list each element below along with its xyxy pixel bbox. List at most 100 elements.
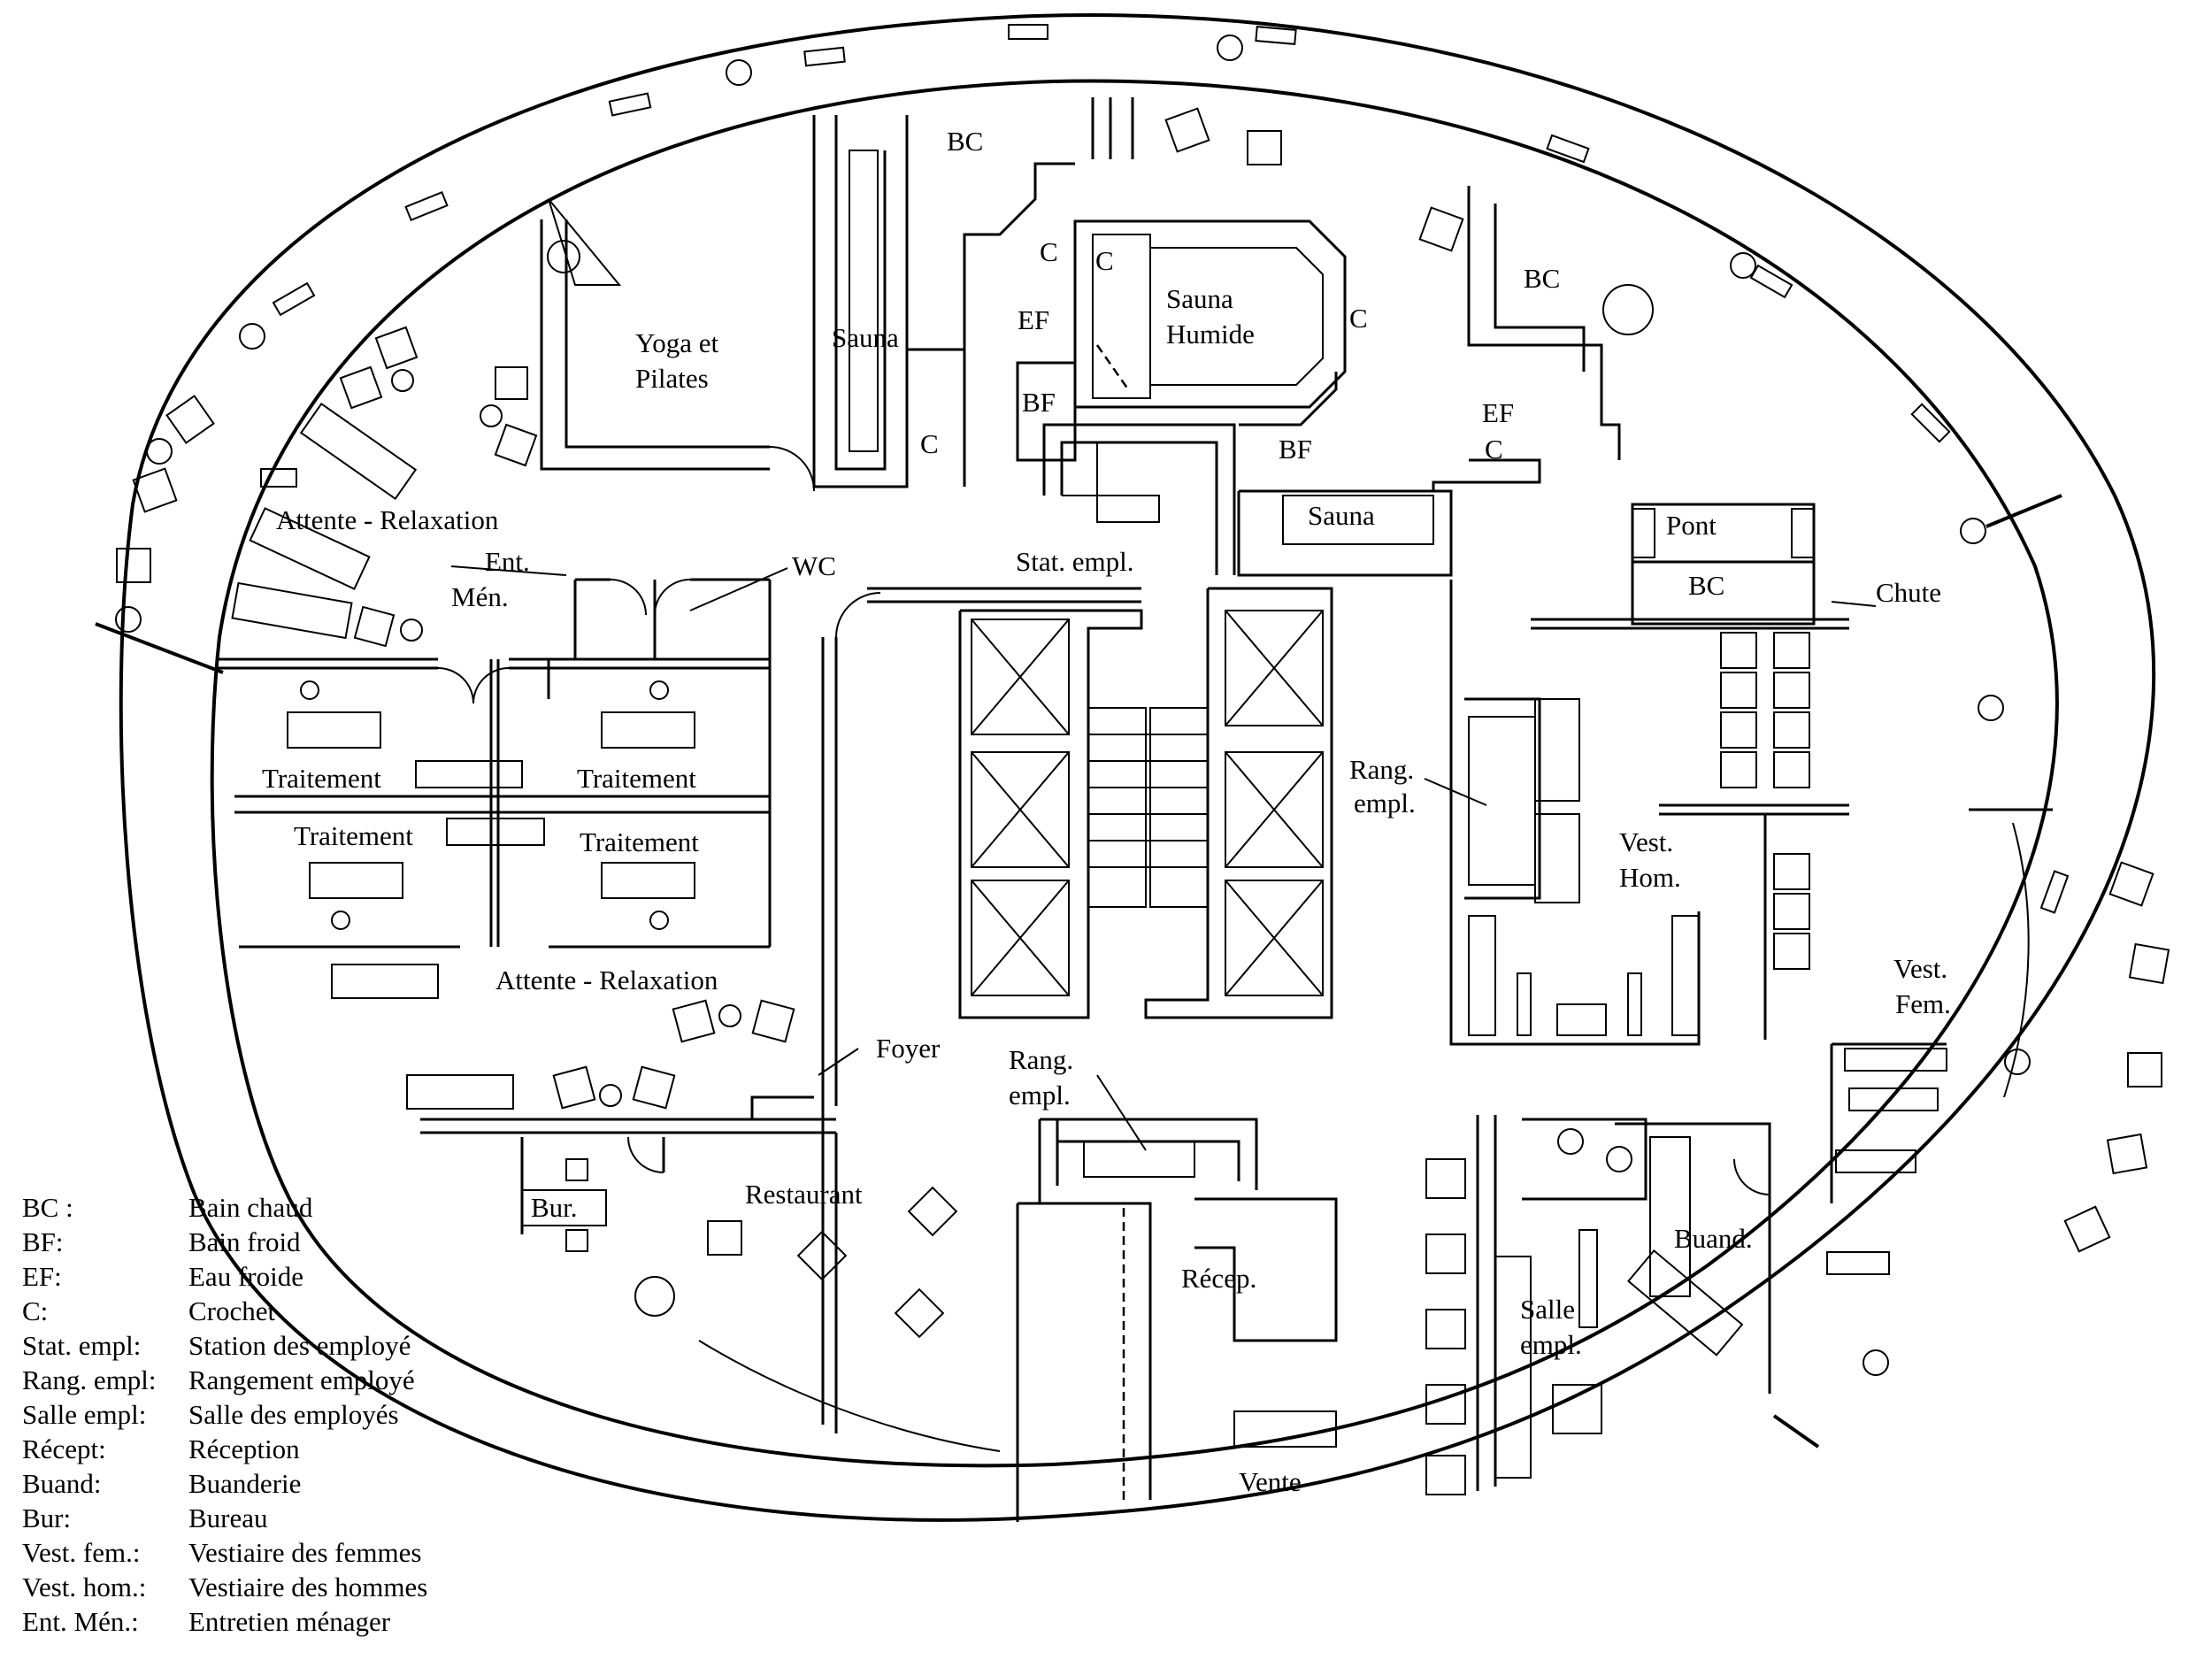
legend-abbr: Ent. Mén.: [22,1606,139,1637]
wall [1237,489,1453,577]
east-divider [1985,494,2062,528]
door-swing [627,1136,664,1173]
planters [115,35,2031,1376]
restaurant-area [634,1119,1001,1452]
label-buand: Buand. [1674,1223,1753,1254]
station-counter [1062,442,1160,523]
wall [565,219,770,449]
label-bc-pont: BC [1688,570,1724,601]
plant-icon [1960,518,1986,544]
desk [521,1189,607,1226]
stairs [1791,508,1815,558]
wall [1467,186,1621,460]
table-icon [1552,1384,1602,1434]
chair-icon [2108,861,2154,907]
sink-counter [446,818,545,846]
legend-full: Bain froid [188,1226,301,1257]
ent-men-wc-block [450,565,788,659]
plant-icon [1863,1349,1889,1376]
label-stat-empl: Stat. empl. [1016,546,1133,577]
armchair-icon [632,1065,676,1110]
toilet-stall [1773,853,1810,890]
table-icon [894,1287,945,1339]
armchair-icon [751,999,795,1043]
wc-leader [689,567,788,611]
label-rang-center-1: Rang. [1009,1044,1073,1075]
label-vest-hom-2: Hom. [1619,862,1681,893]
side-table-icon [599,1084,622,1107]
label-c-5: C [1485,434,1503,465]
window [1546,134,1590,164]
legend-full: Crochet [188,1295,276,1326]
building-outline [95,13,2156,1522]
side-table-icon [391,369,414,392]
label-traitement-1: Traitement [262,763,381,794]
outer-oval-wall [119,13,2156,1522]
core-right [1144,587,1333,1019]
storage-shelf [1083,1141,1195,1178]
label-chute: Chute [1876,577,1941,608]
table-icon [796,1230,848,1281]
label-bc-right: BC [1524,263,1560,294]
label-rang-center-2: empl. [1009,1080,1071,1111]
vest-fem-room [1826,808,2053,1275]
bc-basin [1631,560,1816,626]
central-corridor [818,587,1141,1119]
south-divider [1772,1414,1820,1449]
wall [1449,580,1701,1046]
legend-abbr: Récept: [22,1433,106,1464]
armchair-icon [353,605,396,648]
legend-abbr: BF: [22,1226,64,1257]
bench [1556,1003,1607,1036]
legend-abbr: Salle empl: [22,1399,146,1430]
plant-icon [1217,35,1243,61]
wall [963,162,1075,487]
legend-full: Vestiaire des hommes [188,1572,427,1602]
chair-icon [565,1229,588,1252]
label-sauna-humide-1: Sauna [1166,283,1233,314]
window [1008,24,1048,40]
door-swing [769,446,815,492]
legend-full: Station des employé [188,1330,411,1361]
plant-icon [634,1276,675,1317]
window [608,92,652,117]
elevator-shaft [1225,610,1324,726]
wall [958,609,1143,1019]
label-ent-1: Ent. [485,546,530,577]
stairs [1632,508,1655,558]
laundry-shelf [1578,1229,1598,1328]
label-attente-bottom: Attente - Relaxation [495,964,718,995]
armchair-icon [1425,1309,1466,1349]
label-foyer: Foyer [876,1033,941,1064]
sink-counter [415,760,523,788]
legend-abbr: Bur: [22,1502,71,1533]
bench [1671,915,1700,1036]
wall [1432,458,1541,491]
wall [1057,1140,1240,1181]
locker-arc [2003,822,2030,1098]
label-sauna-humide-2: Humide [1166,319,1255,350]
sauna-humide-bench [1149,247,1324,386]
wall [1494,204,1586,372]
recep-area [1016,1197,1338,1522]
window [803,46,846,67]
bench [1468,915,1496,1036]
wall [1042,423,1236,575]
room-labels: BC Yoga et Pilates Sauna C C Sauna Humid… [262,126,1951,1497]
door-swing [1095,344,1130,390]
shower-stall [1720,672,1757,709]
wall [1144,587,1333,1019]
door-swing [835,592,881,638]
side-table-icon [480,404,503,427]
legend-full: Salle des employés [188,1399,399,1430]
plant-icon [726,59,752,86]
wall [1040,1118,1258,1190]
legend-abbr: Vest. fem.: [22,1537,140,1568]
stair-flight [1149,707,1209,908]
plant-icon [115,606,142,633]
central-stair [1087,707,1209,908]
wall [1615,1122,1771,1203]
legend-full: Eau froide [188,1261,303,1292]
wall [540,219,770,471]
